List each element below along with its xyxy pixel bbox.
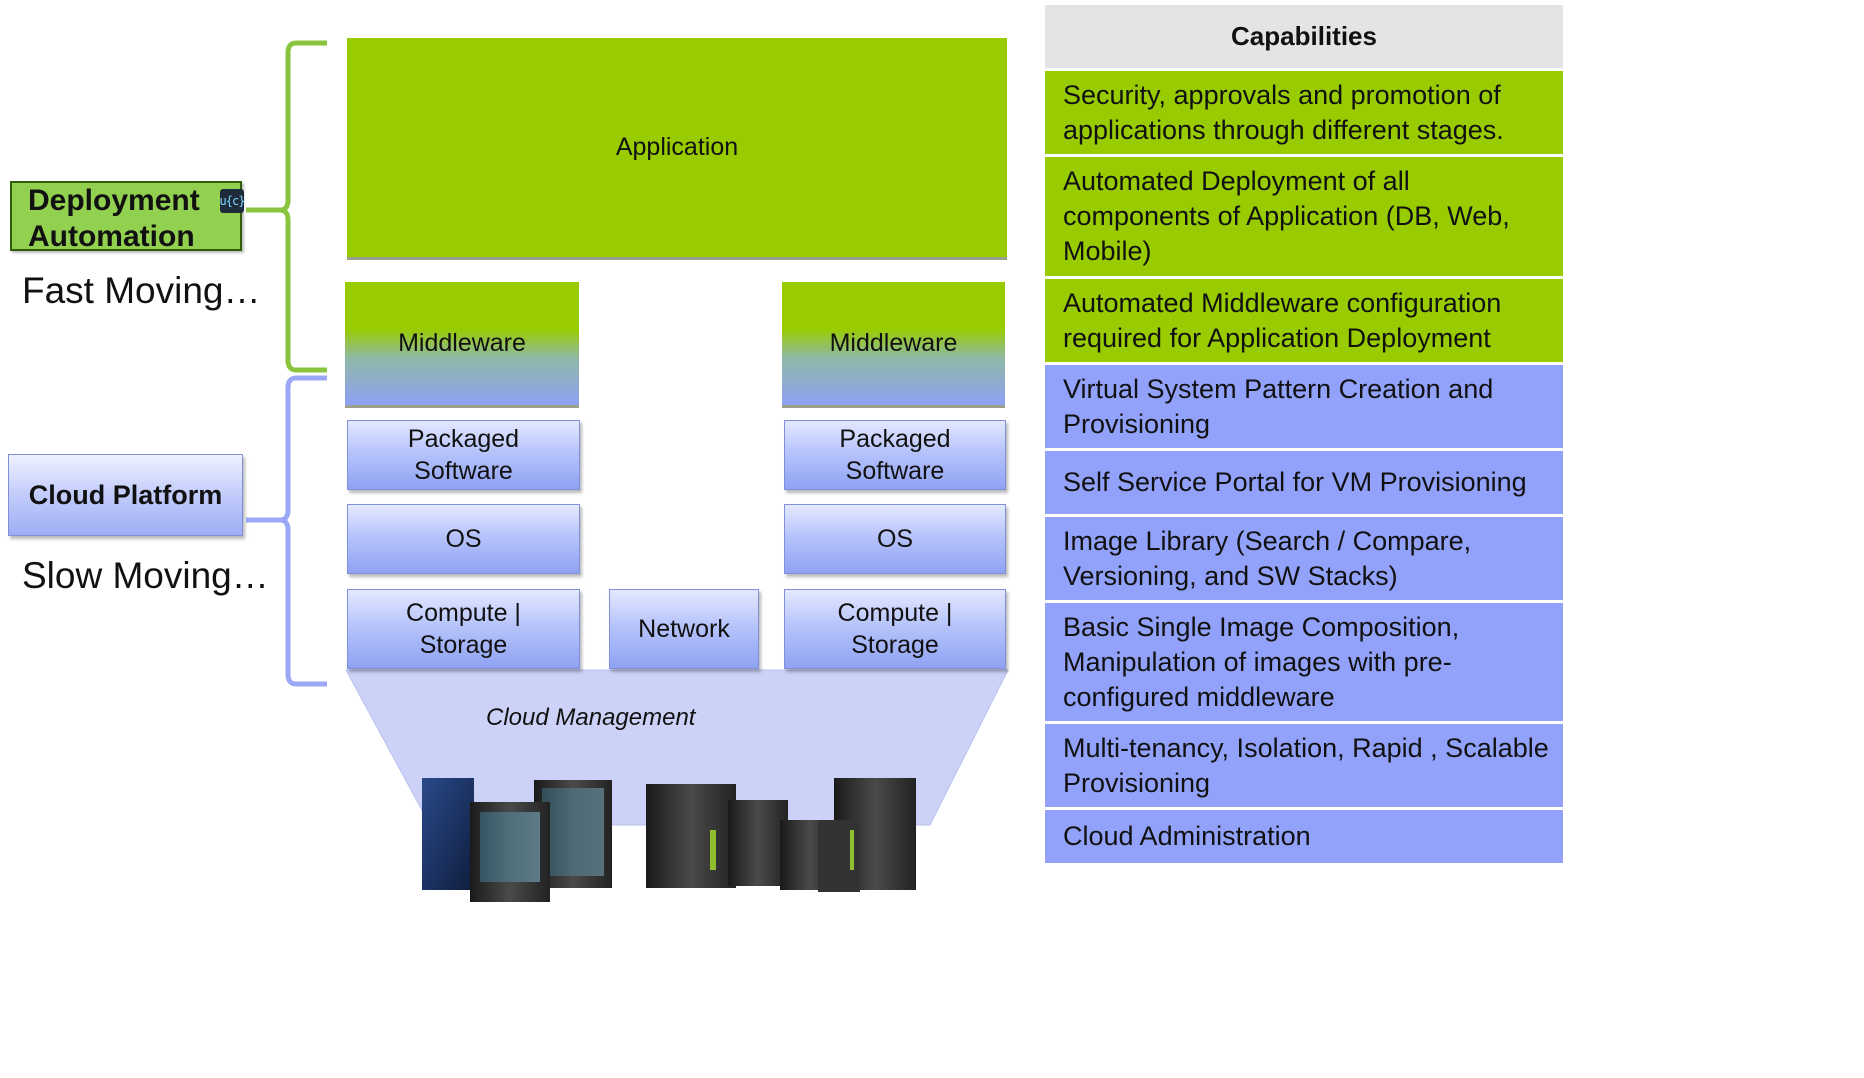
capability-item-text: Self Service Portal for VM Provisioning xyxy=(1063,467,1527,497)
compute-storage-right: Compute | Storage xyxy=(784,589,1006,669)
capability-item-text: Virtual System Pattern Creation and Prov… xyxy=(1063,373,1494,439)
capability-item-text: Automated Deployment of all components o… xyxy=(1063,166,1510,266)
cloud-platform-text: Cloud Platform xyxy=(28,479,223,510)
packaged-software-left: Packaged Software xyxy=(347,420,580,490)
capabilities-header: Capabilities xyxy=(1045,5,1563,68)
capability-item: Automated Deployment of all components o… xyxy=(1045,157,1563,276)
urbancode-logo-icon: u{c} xyxy=(219,189,246,213)
middleware-right: Middleware xyxy=(782,282,1005,408)
capability-item-text: Security, approvals and promotion of app… xyxy=(1063,79,1504,145)
compute-storage-left: Compute | Storage xyxy=(347,589,580,669)
urbancode-logo-text: u{c} xyxy=(219,194,246,208)
cloud-platform-bracket xyxy=(246,375,327,687)
slow-moving-label: Slow Moving… xyxy=(22,555,269,596)
capability-item: Basic Single Image Composition, Manipula… xyxy=(1045,603,1563,721)
capability-item-text: Cloud Administration xyxy=(1063,821,1311,851)
capability-item: Automated Middleware configuration requi… xyxy=(1045,279,1563,362)
compute-storage-left-label: Compute | Storage xyxy=(406,599,521,659)
cloud-platform-label: Cloud Platform xyxy=(8,454,243,536)
capability-item: Security, approvals and promotion of app… xyxy=(1045,71,1563,154)
cloud-management-label: Cloud Management xyxy=(486,704,696,731)
capability-item-text: Multi-tenancy, Isolation, Rapid , Scalab… xyxy=(1063,732,1549,798)
os-left-label: OS xyxy=(445,525,482,553)
capability-item-text: Automated Middleware configuration requi… xyxy=(1063,287,1502,353)
deployment-automation-label: Deployment Automation u{c} xyxy=(10,181,246,253)
capability-item-text: Image Library (Search / Compare, Version… xyxy=(1063,525,1472,591)
deployment-bracket xyxy=(246,40,327,373)
application-layer: Application xyxy=(347,38,1007,260)
middleware-left: Middleware xyxy=(345,282,579,408)
application-label: Application xyxy=(615,133,739,161)
packaged-software-right: Packaged Software xyxy=(784,420,1006,490)
stack-brackets xyxy=(246,40,327,687)
server-hardware-image xyxy=(422,778,916,902)
os-right-label: OS xyxy=(876,525,914,553)
compute-storage-right-label: Compute | Storage xyxy=(837,599,953,659)
capability-item: Virtual System Pattern Creation and Prov… xyxy=(1045,365,1563,448)
packaged-software-right-label: Packaged Software xyxy=(839,425,951,485)
capability-item: Cloud Administration xyxy=(1045,810,1563,863)
capability-item: Self Service Portal for VM Provisioning xyxy=(1045,451,1563,514)
network-box: Network xyxy=(609,589,759,669)
os-left: OS xyxy=(347,504,580,574)
packaged-software-left-label: Packaged Software xyxy=(407,425,520,485)
capabilities-header-label: Capabilities xyxy=(1231,21,1377,51)
os-right: OS xyxy=(784,504,1006,574)
fast-moving-label: Fast Moving… xyxy=(22,270,261,311)
capability-item-text: Basic Single Image Composition, Manipula… xyxy=(1063,611,1460,712)
network-label: Network xyxy=(638,615,730,643)
deployment-automation-text: Deployment Automation xyxy=(28,184,200,253)
capability-item: Multi-tenancy, Isolation, Rapid , Scalab… xyxy=(1045,724,1563,807)
middleware-left-label: Middleware xyxy=(398,329,526,357)
capability-item: Image Library (Search / Compare, Version… xyxy=(1045,517,1563,600)
middleware-right-label: Middleware xyxy=(829,329,958,357)
